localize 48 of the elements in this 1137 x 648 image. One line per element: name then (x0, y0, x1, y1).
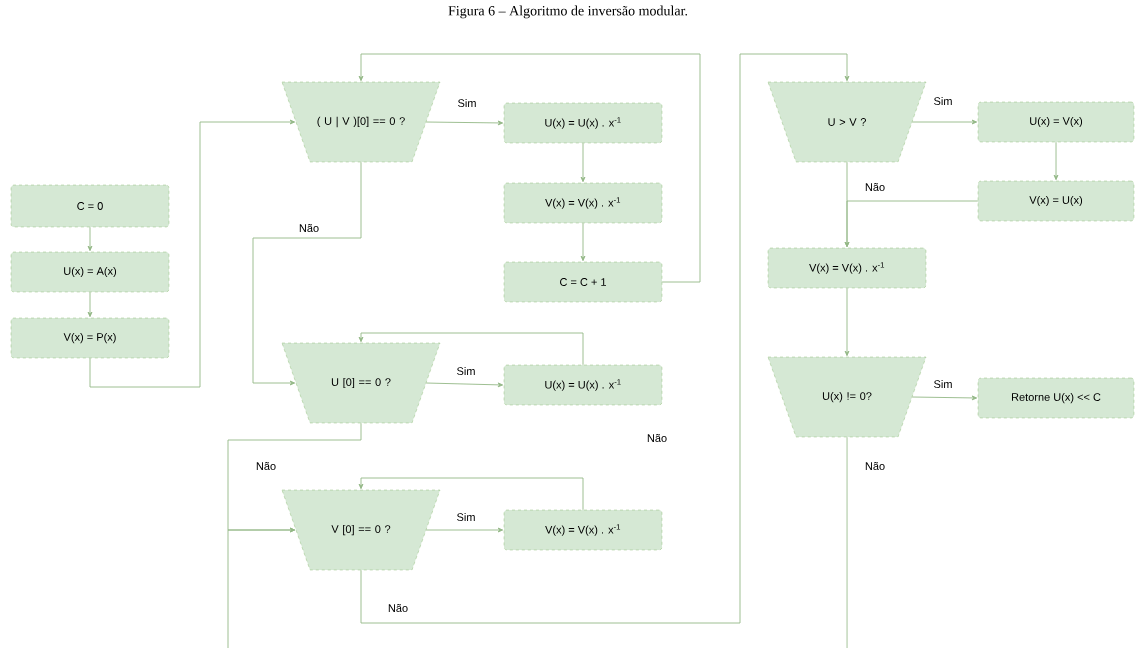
arrow (580, 222, 586, 262)
decision-trapezoid: U [0] == 0 ? (281, 342, 441, 424)
arrow (360, 53, 850, 624)
process-box: V(x) = V(x) . x$^{-1}$ (767, 247, 927, 289)
edge-label: Sim (456, 97, 478, 109)
process-box: U(x) = A(x) (10, 251, 170, 293)
process-box: Retorne U(x) << C (977, 377, 1135, 419)
edge-label: Não (297, 223, 321, 233)
arrow (358, 477, 584, 511)
arrow (844, 287, 850, 357)
edge-label: Não (863, 461, 887, 471)
process-box: V(x) = P(x) (10, 317, 170, 359)
process-box: V(x) = V(x) . x$^{-1}$ (503, 509, 663, 551)
arrow (425, 120, 504, 126)
arrow (911, 395, 978, 401)
arrow (87, 226, 93, 252)
arrow (580, 142, 586, 183)
process-box: U(x) = U(x) . x$^{-1}$ (503, 364, 663, 406)
edge-label: Sim (932, 95, 954, 107)
process-box: V(x) = U(x) (977, 180, 1135, 222)
decision-trapezoid: U(x) != 0? (767, 356, 927, 438)
process-box: U(x) = V(x) (977, 101, 1135, 143)
arrow (425, 382, 504, 388)
edge-label: Sim (455, 511, 477, 523)
arrow (358, 53, 701, 283)
edge-label: Não (386, 603, 410, 613)
arrow (1053, 141, 1059, 181)
edge-label: Não (254, 461, 278, 471)
decision-trapezoid: ( U | V )[0] == 0 ? (281, 81, 441, 163)
edge-label: Não (863, 182, 887, 192)
arrow (87, 291, 93, 318)
arrow (227, 527, 296, 648)
arrow (844, 161, 850, 248)
arrow (252, 161, 362, 386)
edge-label: Sim (932, 378, 954, 390)
arrow (911, 119, 978, 125)
arrow (89, 119, 296, 388)
arrow (358, 332, 584, 366)
process-box: C = 0 (10, 184, 170, 228)
edge-label: Sim (455, 365, 477, 377)
process-box: C = C + 1 (503, 261, 663, 303)
process-box: U(x) = U(x) . x$^{-1}$ (503, 102, 663, 144)
branch-label: Não (647, 434, 667, 442)
figure-title: Figura 6 – Algoritmo de inversão modular. (448, 5, 688, 19)
arrow (425, 527, 504, 533)
decision-trapezoid: U > V ? (767, 81, 927, 163)
decision-trapezoid: V [0] == 0 ? (281, 489, 441, 571)
process-box: V(x) = V(x) . x$^{-1}$ (503, 182, 663, 224)
